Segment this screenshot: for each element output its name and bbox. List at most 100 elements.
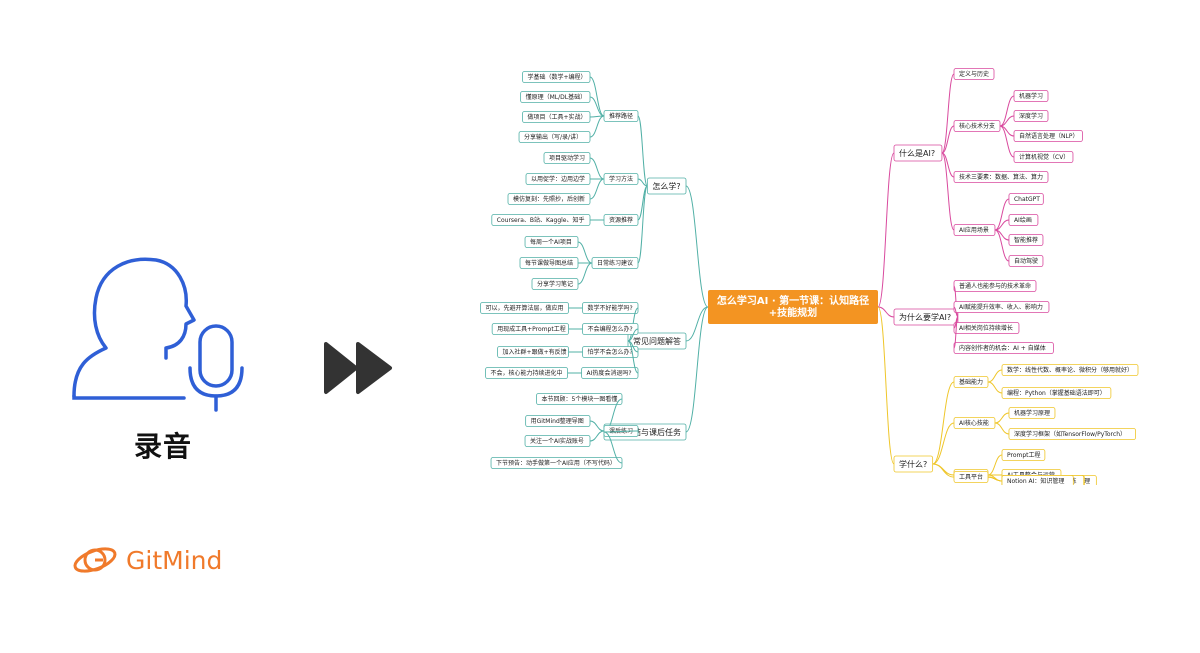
connector-line	[627, 340, 639, 374]
topic-left-0-0[interactable]: 推荐路径	[603, 110, 639, 122]
leaf-left-0-0-0[interactable]: 学基础（数学+编程）	[522, 71, 591, 83]
leaf-right-2-3-3[interactable]: Notion AI：知识管理	[1001, 475, 1074, 486]
leaf-left-0-1-2[interactable]: 模仿复刻：先照抄，后创新	[507, 193, 591, 205]
leaf-right-2-0-0[interactable]: 数学：线性代数、概率论、微积分（够用就好）	[1001, 364, 1139, 376]
topic-left-1-0[interactable]: 数学不好能学吗?	[582, 302, 639, 314]
leaf-left-1-3-0-label: 不会，核心能力持续进化中	[491, 369, 563, 377]
connector-line	[589, 420, 605, 432]
topic-right-1-1[interactable]: AI赋能提升效率、收入、影响力	[953, 301, 1050, 313]
leaf-left-0-3-0[interactable]: 每周一个AI项目	[524, 236, 579, 248]
leaf-right-0-3-3[interactable]: 自动驾驶	[1008, 255, 1044, 267]
topic-left-1-2[interactable]: 怕学不会怎么办?	[582, 346, 639, 358]
leaf-right-2-1-1[interactable]: 深度学习框架（如TensorFlow/PyTorch）	[1008, 428, 1137, 440]
leaf-right-2-0-1[interactable]: 编程：Python（掌握基础语法即可）	[1001, 387, 1112, 399]
leaf-left-0-0-1[interactable]: 懂原理（ML/DL基础）	[520, 91, 591, 103]
topic-right-1-1-label: AI赋能提升效率、收入、影响力	[959, 303, 1043, 311]
connector-line	[877, 306, 895, 465]
topic-right-2-3-label: 工具平台	[959, 473, 983, 481]
topic-left-2-0[interactable]: 本节回顾：5个模块一图看懂	[536, 393, 623, 405]
topic-right-0-1[interactable]: 核心技术分支	[953, 120, 1001, 132]
leaf-left-1-2-0[interactable]: 加入社群+跟做+有反馈	[497, 346, 569, 358]
topic-right-1-3[interactable]: 内容创作者的机会：AI + 自媒体	[953, 342, 1054, 354]
leaf-right-2-1-1-label: 深度学习框架（如TensorFlow/PyTorch）	[1014, 430, 1126, 438]
connector-line	[589, 115, 605, 138]
topic-left-0-3-label: 日常练习建议	[597, 259, 633, 267]
leaf-left-1-0-0[interactable]: 可以，先避开算法层，做应用	[480, 302, 569, 314]
connector-line	[994, 422, 1010, 435]
topic-right-0-3[interactable]: AI应用场景	[953, 224, 996, 236]
leaf-left-1-1-0[interactable]: 用现成工具+Prompt工程	[491, 323, 569, 335]
leaf-right-0-3-0[interactable]: ChatGPT	[1008, 193, 1044, 205]
leaf-left-0-1-2-label: 模仿复刻：先照抄，后创新	[513, 195, 585, 203]
leaf-left-0-2-0[interactable]: Coursera、B站、Kaggle、知乎	[491, 214, 591, 226]
leaf-right-0-3-2[interactable]: 智能推荐	[1008, 234, 1044, 246]
leaf-left-1-3-0[interactable]: 不会，核心能力持续进化中	[485, 367, 568, 379]
topic-left-1-3[interactable]: AI热度会消退吗?	[581, 367, 639, 379]
topic-right-2-0[interactable]: 基础能力	[953, 376, 989, 388]
leaf-right-2-2-0-label: Prompt工程	[1007, 451, 1041, 459]
leaf-left-2-1-1[interactable]: 关注一个AI实战账号	[524, 435, 591, 447]
topic-right-0-1-label: 核心技术分支	[959, 122, 995, 130]
topic-left-0-2[interactable]: 资源推荐	[603, 214, 639, 226]
leaf-left-0-0-1-label: 懂原理（ML/DL基础）	[526, 93, 587, 101]
connector-line	[603, 431, 623, 464]
gitmind-logo-icon	[73, 547, 117, 573]
leaf-right-0-1-0[interactable]: 机器学习	[1013, 90, 1049, 102]
leaf-right-0-1-1[interactable]: 深度学习	[1013, 110, 1049, 122]
leaf-left-0-1-1[interactable]: 以用促学：边用边学	[525, 173, 591, 185]
connector-line	[577, 262, 593, 285]
connector-line	[941, 125, 955, 154]
leaf-left-0-0-2[interactable]: 做项目（工具+实战）	[522, 111, 591, 123]
connector-line	[603, 430, 639, 433]
leaf-left-0-0-3[interactable]: 分享输出（写/录/讲）	[518, 131, 591, 143]
leaf-left-1-1-0-label: 用现成工具+Prompt工程	[497, 325, 566, 333]
leaf-left-0-3-1-label: 每节课做导图总结	[525, 259, 573, 267]
connector-line	[941, 73, 955, 154]
leaf-right-2-3-3-label: Notion AI：知识管理	[1007, 477, 1064, 485]
topic-left-0-1-label: 学习方法	[609, 175, 633, 183]
topic-right-1-2[interactable]: AI相关岗位持续增长	[953, 322, 1020, 334]
topic-left-1-1[interactable]: 不会编程怎么办?	[582, 323, 639, 335]
leaf-left-1-0-0-label: 可以，先避开算法层，做应用	[486, 304, 564, 312]
topic-left-0-3[interactable]: 日常练习建议	[591, 257, 639, 269]
topic-left-1-0-label: 数学不好能学吗?	[588, 304, 633, 312]
branch-right-2[interactable]: 学什么?	[893, 455, 934, 473]
leaf-left-1-2-0-label: 加入社群+跟做+有反馈	[503, 348, 567, 356]
leaf-right-2-0-1-label: 编程：Python（掌握基础语法即可）	[1007, 389, 1106, 397]
leaf-left-0-1-0[interactable]: 项目驱动学习	[543, 152, 591, 164]
connector-line	[932, 463, 955, 478]
topic-left-1-3-label: AI热度会消退吗?	[587, 369, 632, 377]
topic-right-1-0[interactable]: 普通人也能参与的技术革命	[953, 280, 1037, 292]
topic-right-2-3[interactable]: 工具平台	[953, 471, 989, 483]
leaf-right-0-3-1-label: AI绘画	[1014, 216, 1032, 224]
leaf-left-2-1-0[interactable]: 用GitMind整理导图	[525, 415, 591, 427]
topic-right-0-0[interactable]: 定义与历史	[953, 68, 995, 80]
leaf-right-0-1-2[interactable]: 自然语言处理（NLP）	[1013, 130, 1083, 142]
leaf-right-2-2-0[interactable]: Prompt工程	[1001, 449, 1046, 461]
leaf-right-0-3-1[interactable]: AI绘画	[1008, 214, 1039, 226]
topic-left-0-1[interactable]: 学习方法	[603, 173, 639, 185]
person-silhouette-icon	[72, 257, 196, 400]
branch-right-1[interactable]: 为什么要学AI?	[893, 308, 959, 326]
connector-line	[577, 241, 593, 264]
connector-line	[932, 463, 955, 476]
topic-left-2-2[interactable]: 下节预告：动手做第一个AI应用（不写代码）	[490, 457, 623, 469]
branch-right-0[interactable]: 什么是AI?	[893, 144, 943, 162]
topic-right-2-1[interactable]: AI核心技能	[953, 417, 996, 429]
connector-line	[877, 152, 895, 308]
connector-line	[685, 306, 709, 433]
connector-line	[589, 76, 605, 117]
connector-line	[637, 115, 648, 187]
connector-line	[877, 306, 895, 318]
leaf-left-0-3-2[interactable]: 分享学习笔记	[531, 278, 579, 290]
topic-right-0-2[interactable]: 技术三要素：数据、算法、算力	[953, 171, 1049, 183]
topic-left-2-2-label: 下节预告：动手做第一个AI应用（不写代码）	[496, 459, 616, 467]
topic-right-0-0-label: 定义与历史	[959, 70, 989, 78]
root-topic[interactable]: 怎么学习AI · 第一节课：认知路径+技能规划	[708, 290, 878, 324]
leaf-left-0-3-1[interactable]: 每节课做导图总结	[519, 257, 579, 269]
leaf-right-0-1-3[interactable]: 计算机视觉（CV）	[1013, 151, 1074, 163]
leaf-right-2-1-0[interactable]: 机器学习原理	[1008, 407, 1056, 419]
connector-line	[999, 115, 1015, 127]
branch-left-0[interactable]: 怎么学?	[646, 177, 687, 195]
leaf-left-2-1-0-label: 用GitMind整理导图	[531, 417, 584, 425]
